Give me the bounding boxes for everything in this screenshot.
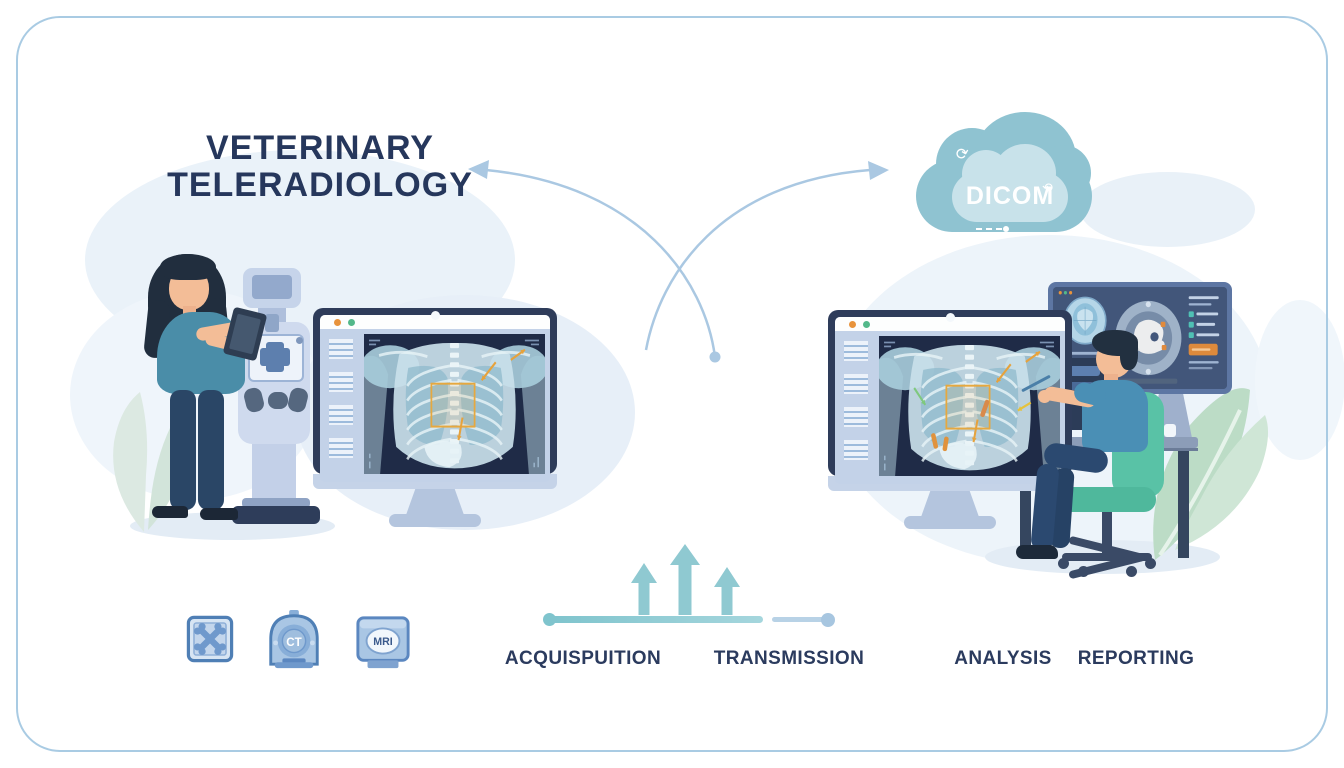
mri-label: MRI (373, 636, 393, 648)
reading-monitor (828, 310, 1072, 529)
desk-leg (1178, 448, 1189, 558)
chest-xray-image (879, 336, 1060, 476)
technician-pants (170, 390, 196, 510)
window-dot-green (863, 321, 870, 328)
monitor-bezel (828, 310, 1072, 484)
monitor-base (389, 514, 481, 527)
title-line2: TELERADIOLOGY (167, 166, 473, 204)
report-panel (840, 403, 872, 431)
report-panel (325, 401, 357, 429)
window-dot-green (348, 319, 355, 326)
window-titlebar (320, 315, 550, 329)
sync-icon: ⟲ (1042, 180, 1053, 195)
xray-icon (186, 615, 234, 663)
workflow-step-analysis: ANALYSIS (954, 648, 1052, 669)
arrowhead-right (868, 161, 889, 180)
monitor-bezel (313, 308, 557, 482)
dicom-cloud-inner (952, 144, 1068, 222)
timeline-dot-end (821, 613, 835, 627)
mri-icon: MRI (356, 616, 410, 669)
radiologist-hand (1038, 390, 1051, 403)
window-titlebar (835, 317, 1065, 331)
upload-arrows-icon (631, 544, 740, 615)
monitor-stand (921, 491, 979, 517)
report-panel (325, 335, 357, 363)
leaf-decoration-right (1153, 388, 1269, 560)
report-panel (840, 436, 872, 464)
dicom-label: DICOM (965, 182, 1055, 210)
report-panel (325, 434, 357, 462)
cup (1164, 424, 1176, 437)
monitor-base (904, 516, 996, 529)
chair-post (1102, 512, 1112, 558)
sync-dash-icon (976, 226, 1009, 232)
page-title: VETERINARY TELERADIOLOGY (150, 130, 490, 204)
report-panel (325, 368, 357, 396)
timeline-segment-1 (550, 616, 763, 623)
ct-icon: CT (269, 609, 319, 669)
desk-leg (1020, 448, 1031, 558)
chair-seat (1058, 487, 1156, 512)
workflow-step-transmission: TRANSMISSION (713, 648, 865, 669)
chair-base (1062, 553, 1152, 561)
workflow-step-reporting: REPORTING (1077, 648, 1195, 669)
acquisition-monitor (313, 308, 557, 527)
timeline-segment-2 (772, 617, 824, 622)
report-panel (840, 370, 872, 398)
page-border (16, 16, 1328, 752)
monitor-stand (406, 489, 464, 515)
window-dot-orange (849, 321, 856, 328)
technician-shoe (152, 506, 188, 518)
background-blob (1080, 172, 1255, 247)
report-panel (840, 337, 872, 365)
window-dot-orange (334, 319, 341, 326)
background-blob (1255, 300, 1344, 460)
radiologist-shoe (1016, 545, 1058, 559)
arrowhead-left (468, 160, 489, 179)
ct-label: CT (286, 636, 301, 649)
title-line1: VETERINARY (206, 129, 434, 167)
workflow-step-acquisition: ACQUISPUITION (504, 648, 662, 669)
chest-xray-image (364, 334, 545, 474)
